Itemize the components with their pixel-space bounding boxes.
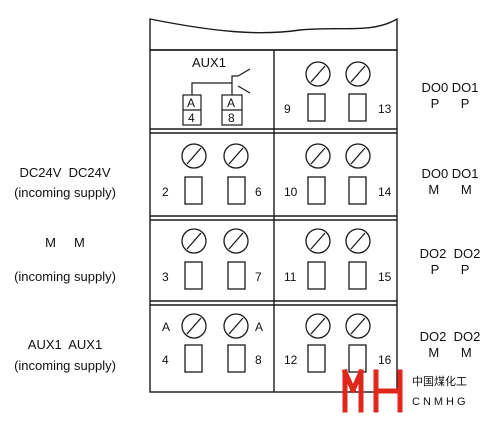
screw-icon (181, 313, 207, 339)
left-label-dc24v-supply: (incoming supply) (14, 185, 116, 200)
right-label-do2-do2-m: DO2 DO2 (420, 329, 481, 344)
right-label-do0-do1-p: DO0 DO1 (421, 80, 478, 95)
terminal-a-right: A (255, 320, 263, 334)
logo-latin-text: CNMHG (412, 396, 469, 408)
terminal-opening (307, 261, 326, 290)
terminal-opening (348, 93, 367, 122)
terminal-opening (307, 93, 326, 122)
right-label-m-m: M M (428, 182, 471, 197)
contact-a-top: A (187, 96, 195, 110)
screw-icon (223, 143, 249, 169)
logo-chinese-text: 中国煤化工 (412, 374, 467, 388)
terminal-opening (307, 344, 326, 373)
screw-icon (345, 61, 371, 87)
aux1-contact-schematic (182, 68, 251, 126)
terminal-number-4: 4 (162, 353, 169, 367)
screw-icon (181, 143, 207, 169)
screw-icon (345, 228, 371, 254)
terminal-openings (184, 93, 367, 373)
screw-icon (305, 313, 331, 339)
terminal-number-2: 2 (162, 185, 169, 199)
left-label-aux1: AUX1 AUX1 (28, 337, 102, 352)
terminal-number-15: 15 (378, 270, 392, 284)
contact-b-top: A (227, 96, 235, 110)
terminal-opening (184, 261, 203, 290)
terminal-opening (348, 261, 367, 290)
terminal-a-left: A (162, 320, 170, 334)
contact-a-num: 4 (188, 111, 195, 125)
terminal-number-12: 12 (284, 353, 298, 367)
cnmhg-logo: 中国煤化工 CNMHG (341, 368, 469, 413)
screw-icon (305, 143, 331, 169)
aux1-title: AUX1 (192, 55, 226, 70)
screw-icon (305, 228, 331, 254)
left-label-m: M M (45, 235, 85, 250)
terminal-number-3: 3 (162, 270, 169, 284)
terminal-number-13: 13 (378, 102, 392, 116)
terminal-opening (184, 176, 203, 205)
left-label-aux1-supply: (incoming supply) (14, 358, 116, 373)
screw-terminals (181, 61, 371, 339)
terminal-opening (184, 344, 203, 373)
screw-icon (223, 228, 249, 254)
terminal-number-8: 8 (255, 353, 262, 367)
terminal-opening (227, 344, 246, 373)
screw-icon (305, 61, 331, 87)
left-label-m-supply: (incoming supply) (14, 269, 116, 284)
right-label-m-m-2: M M (428, 345, 471, 360)
contact-b-num: 8 (228, 111, 235, 125)
terminal-number-14: 14 (378, 185, 392, 199)
terminal-number-11: 11 (284, 270, 297, 284)
right-label-do0-do1-m: DO0 DO1 (421, 166, 478, 181)
screw-icon (181, 228, 207, 254)
terminal-number-7: 7 (255, 270, 262, 284)
right-label-do2-do2-p: DO2 DO2 (420, 246, 481, 261)
terminal-number-9: 9 (284, 102, 291, 116)
terminal-opening (307, 176, 326, 205)
terminal-number-16: 16 (378, 353, 392, 367)
terminal-opening (227, 261, 246, 290)
terminal-number-10: 10 (284, 185, 298, 199)
right-label-p-p: P P (431, 96, 470, 111)
housing-top (149, 17, 398, 51)
screw-icon (223, 313, 249, 339)
screw-icon (345, 313, 371, 339)
terminal-number-6: 6 (255, 185, 262, 199)
terminal-opening (348, 176, 367, 205)
terminal-opening (348, 344, 367, 373)
right-label-p-p-2: P P (431, 262, 470, 277)
screw-icon (345, 143, 371, 169)
terminal-opening (227, 176, 246, 205)
logo-mark-icon (341, 368, 403, 413)
left-label-dc24v: DC24V DC24V (19, 165, 110, 180)
